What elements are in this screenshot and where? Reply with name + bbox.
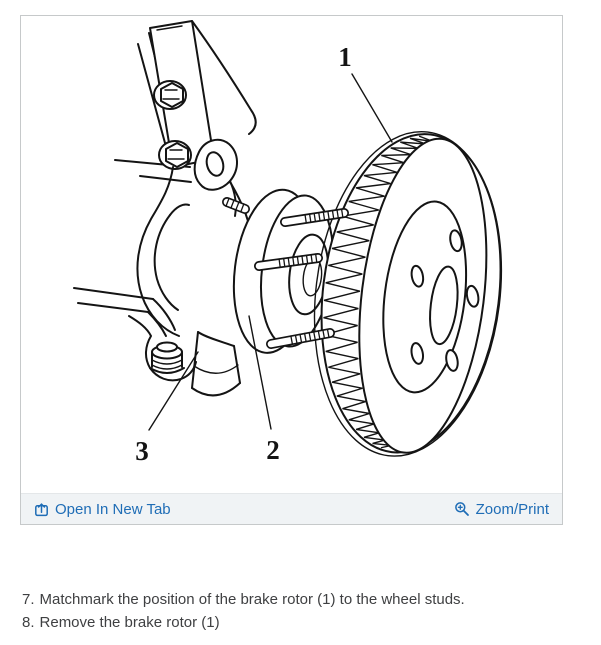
open-in-new-tab-link[interactable]: Open In New Tab — [34, 501, 171, 518]
wheel-studs-drawing — [222, 197, 349, 349]
step-item-7: 7.Matchmark the position of the brake ro… — [22, 588, 582, 611]
figure-canvas: 1 2 3 — [21, 16, 562, 493]
callout-2-label: 2 — [266, 435, 280, 465]
callout-labels: 1 2 3 — [135, 42, 393, 466]
knuckle-drawing — [73, 20, 257, 397]
brake-rotor-diagram: 1 2 3 — [73, 20, 503, 466]
step-item-8: 8.Remove the brake rotor (1) — [22, 611, 582, 634]
figure-panel: 1 2 3 Open In New Tab Zoom/Print — [20, 15, 563, 525]
bracket-bolt-upper — [153, 80, 187, 110]
callout-3-leader — [148, 351, 199, 431]
zoom-magnifier-icon — [454, 502, 469, 516]
open-in-new-tab-label: Open In New Tab — [55, 500, 171, 518]
step-text: Matchmark the position of the brake roto… — [39, 591, 465, 608]
instruction-steps: 7.Matchmark the position of the brake ro… — [22, 588, 582, 634]
open-in-new-tab-icon — [35, 502, 48, 516]
callout-3-label: 3 — [135, 436, 149, 466]
bracket-bolt-lower — [158, 140, 192, 170]
zoom-print-link[interactable]: Zoom/Print — [454, 501, 549, 518]
step-number: 7. — [22, 591, 35, 608]
ball-joint-nut — [149, 341, 185, 374]
figure-footer-bar: Open In New Tab Zoom/Print — [21, 493, 562, 524]
rotor-vent-hatching — [323, 135, 433, 449]
callout-2-leader — [248, 315, 272, 430]
step-number: 8. — [22, 614, 35, 631]
brake-rotor-drawing — [313, 131, 503, 457]
step-text: Remove the brake rotor (1) — [39, 614, 220, 631]
callout-1-leader — [351, 73, 393, 143]
rotor-lug-holes — [410, 229, 480, 372]
cv-boot — [191, 331, 241, 397]
zoom-print-label: Zoom/Print — [475, 500, 549, 518]
callout-1-label: 1 — [338, 42, 352, 72]
